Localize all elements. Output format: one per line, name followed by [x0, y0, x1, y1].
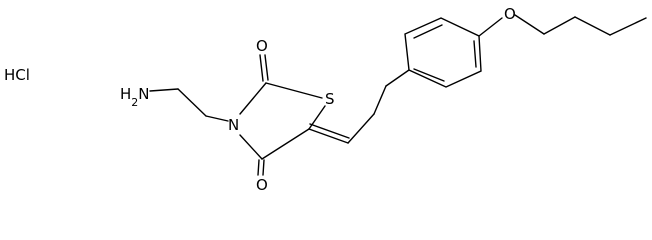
carbonyl-oxygen-bottom-label: O	[256, 176, 268, 191]
amine-label: H2N	[120, 85, 150, 109]
ring-sulfur-label: S	[325, 90, 335, 108]
carbonyl-oxygen-top-label: O	[256, 37, 268, 55]
bond-lines	[149, 14, 647, 176]
molecule-drawing: HCl H2N N S O O O	[4, 5, 647, 191]
ether-oxygen-label: O	[504, 5, 516, 23]
ring-nitrogen-label: N	[228, 116, 239, 134]
structure-canvas: HCl H2N N S O O O	[4, 5, 647, 191]
salt-label: HCl	[4, 66, 30, 84]
